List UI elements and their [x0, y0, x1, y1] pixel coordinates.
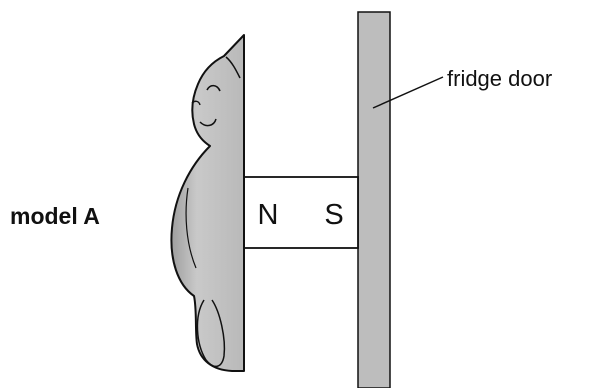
model-label: model A	[10, 203, 100, 229]
cat-eye	[206, 84, 221, 92]
cat-figure	[170, 34, 245, 372]
fridge-door-label: fridge door	[447, 66, 552, 91]
cat-hind-leg	[196, 299, 226, 368]
cat-mouth	[199, 118, 217, 127]
fridge-door	[357, 11, 391, 388]
magnet-south-pole-label: S	[324, 199, 343, 231]
fridge-door-leader-line	[372, 76, 444, 109]
cat-ear-line	[225, 56, 241, 79]
bar-magnet: N S	[243, 35, 359, 371]
cat-nose	[191, 100, 201, 106]
magnet-north-pole-label: N	[258, 199, 279, 231]
cat-body-contour	[185, 187, 197, 269]
cat-body	[170, 34, 245, 372]
